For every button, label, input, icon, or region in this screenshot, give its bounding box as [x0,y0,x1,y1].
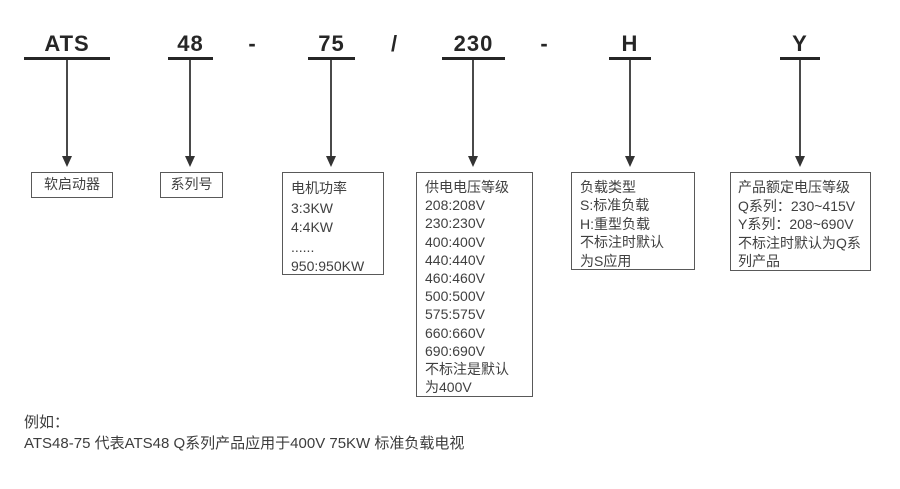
box-line: 产品额定电压等级 [738,179,850,195]
box-line: 400:400V [425,233,485,250]
down-arrow-icon-ats [62,156,72,167]
arrow-shaft-48 [189,60,191,157]
info-box-rated-voltage: 产品额定电压等级 Q系列：230~415V Y系列：208~690V 不标注时默… [730,172,871,271]
box-line: 230:230V [425,215,485,232]
example-text: ATS48-75 代表ATS48 Q系列产品应用于400V 75KW 标准负载电… [24,435,465,452]
code-segment-75: 75 [318,31,345,56]
box-line: 软启动器 [44,176,100,192]
underline-230 [442,57,505,60]
info-box-motor-power: 电机功率 3:3KW 4:4KW ...... 950:950KW [282,172,384,275]
box-line: 不标注是默认 [425,361,509,378]
code-segment-y: Y [792,31,808,56]
box-line: 电机功率 [291,180,347,196]
box-line: 660:660V [425,324,485,341]
box-line: 3:3KW [291,199,334,216]
arrow-shaft-y [799,60,801,157]
box-line: 208:208V [425,197,485,214]
box-line: ...... [291,238,315,255]
box-line: 系列号 [170,176,213,192]
box-line: Q系列：230~415V [738,197,856,214]
box-line: 440:440V [425,251,485,268]
down-arrow-icon-y [795,156,805,167]
separator-dash-2: - [540,31,548,56]
box-line: 500:500V [425,288,485,305]
code-segment-48: 48 [177,31,204,56]
code-segment-230: 230 [453,31,494,56]
info-box-series-number: 系列号 [160,172,223,198]
underline-48 [168,57,213,60]
box-line: 不标注时默认为Q系 [738,234,861,251]
box-line: 供电电压等级 [425,179,509,195]
box-line: Y系列：208~690V [738,216,854,233]
down-arrow-icon-h [625,156,635,167]
info-box-soft-starter: 软启动器 [31,172,113,198]
example-note: 例如： ATS48-75 代表ATS48 Q系列产品应用于400V 75KW 标… [24,412,464,454]
underline-ats [24,57,110,60]
arrow-shaft-230 [472,60,474,157]
box-line: 为400V [425,379,472,396]
box-line: S:标准负载 [580,197,650,214]
box-line: 负载类型 [580,179,636,195]
arrow-shaft-ats [66,60,68,157]
box-line: 列产品 [738,253,780,270]
box-line: 460:460V [425,270,485,287]
code-segment-ats: ATS [44,31,90,56]
code-segment-h: H [621,31,639,56]
arrow-shaft-75 [330,60,332,157]
arrow-shaft-h [629,60,631,157]
box-line: H:重型负载 [580,215,650,232]
underline-h [609,57,651,60]
box-line: 690:690V [425,342,485,359]
separator-slash: / [390,31,398,56]
down-arrow-icon-230 [468,156,478,167]
underline-y [780,57,820,60]
down-arrow-icon-48 [185,156,195,167]
box-line: 为S应用 [580,252,632,269]
separator-dash-1: - [248,31,256,56]
down-arrow-icon-75 [326,156,336,167]
box-line: 575:575V [425,306,485,323]
info-box-load-type: 负载类型 S:标准负载 H:重型负载 不标注时默认 为S应用 [571,172,695,270]
box-line: 950:950KW [291,258,365,274]
info-box-supply-voltage: 供电电压等级 208:208V 230:230V 400:400V 440:44… [416,172,533,397]
box-line: 不标注时默认 [580,234,664,251]
example-label: 例如： [24,414,70,431]
underline-75 [308,57,355,60]
box-line: 4:4KW [291,219,334,235]
